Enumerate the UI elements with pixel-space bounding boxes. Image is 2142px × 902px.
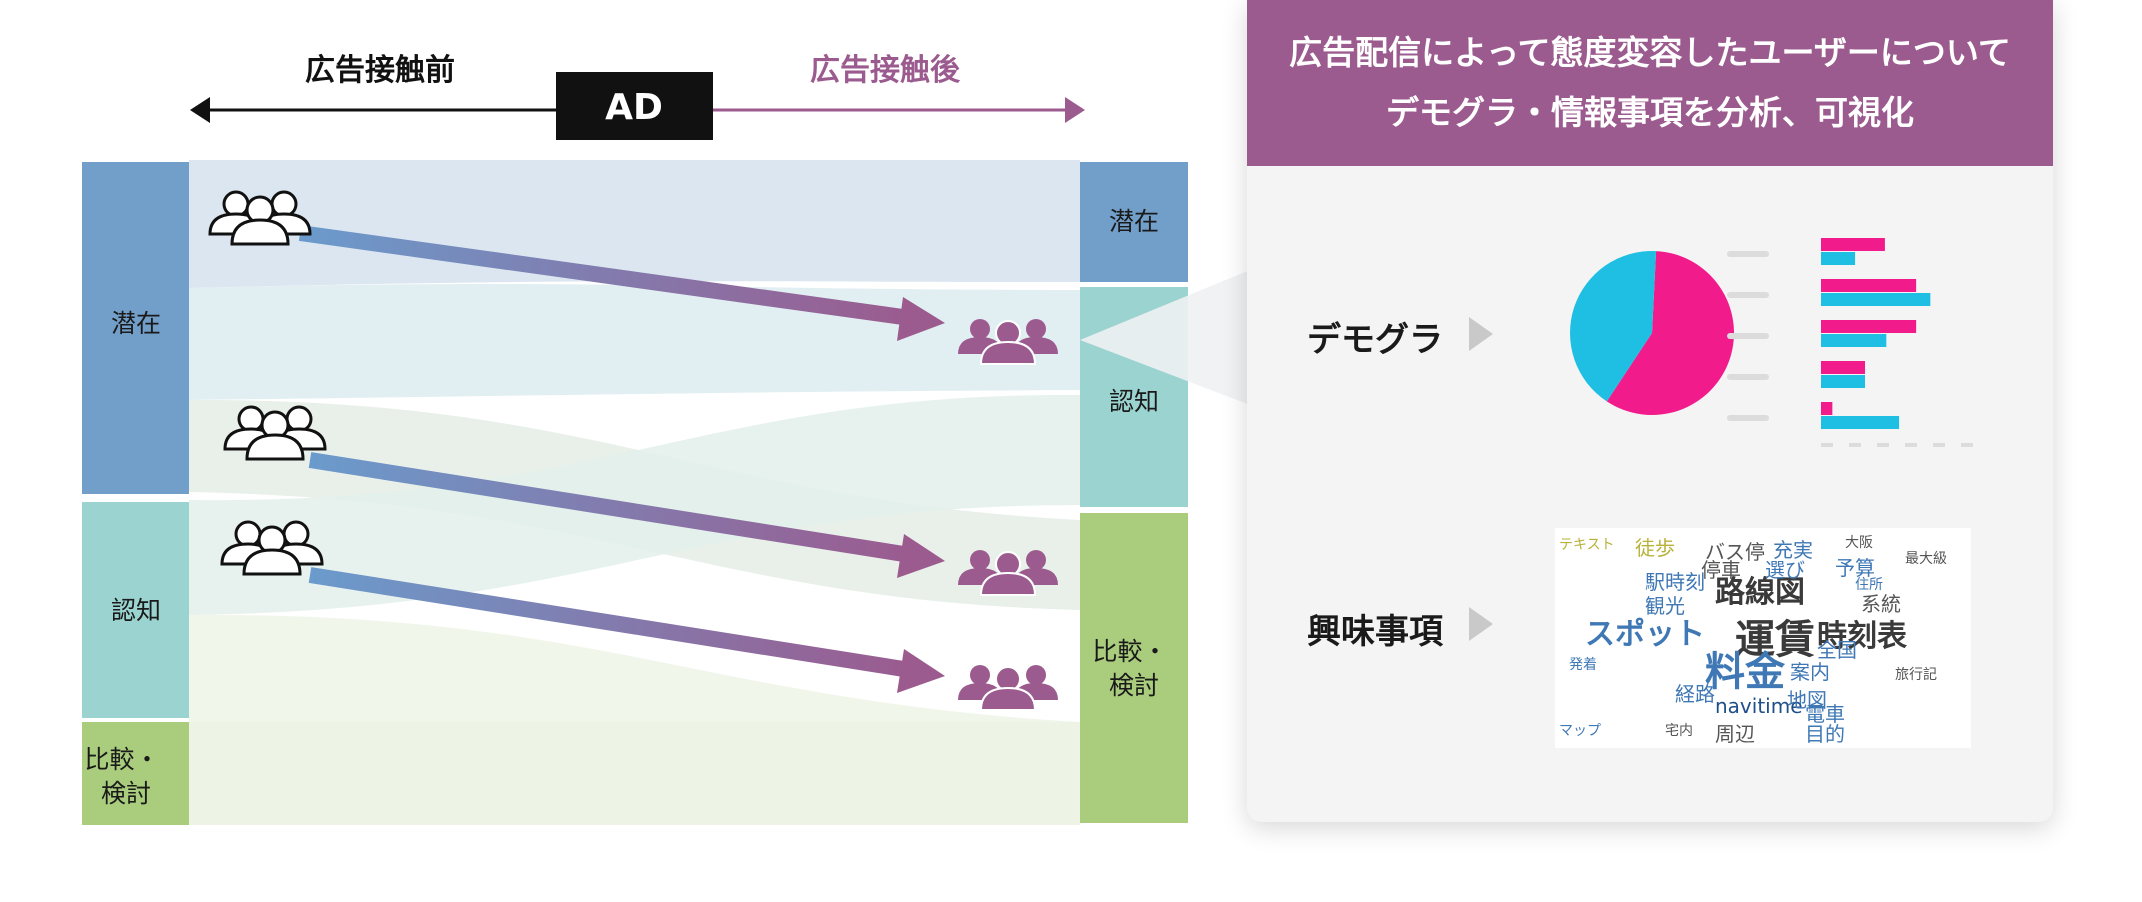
word-cloud-term: 大阪 [1845, 535, 1873, 551]
word-cloud-term: テキスト [1559, 537, 1615, 553]
bar-axis-dash [1821, 443, 1833, 447]
demographics-label: デモグラ [1307, 320, 1443, 360]
word-cloud-term: 案内 [1790, 660, 1830, 684]
bar-axis-dash [1849, 443, 1861, 447]
shift-arrows [298, 225, 945, 693]
bar-cyan-3 [1821, 334, 1887, 347]
left-stage-aware-label: 認知 [111, 596, 161, 625]
right-stage-compare [1080, 513, 1188, 823]
ad-box [556, 72, 713, 140]
word-cloud-term: 駅時刻 [1645, 570, 1705, 594]
word-cloud-term: 宅内 [1665, 723, 1693, 739]
bar-axis-dash [1933, 443, 1945, 447]
right-compare-line-2: 検討 [1109, 671, 1159, 700]
left-compare-line-1: 比較・ [85, 745, 160, 774]
word-cloud-term: 時刻表 [1817, 619, 1907, 654]
word-cloud-term: 目的 [1805, 722, 1845, 746]
right-stage-aware-label: 認知 [1109, 387, 1159, 416]
word-cloud-term: 観光 [1645, 594, 1685, 618]
bar-cyan-4 [1821, 375, 1866, 388]
funnel-flow-diagram: 潜在 認知 比較・ 検討 潜在 認知 比較・ 検討 AD 広告接触前 広告接触後 [82, 53, 1250, 825]
word-cloud-term: navitime [1715, 694, 1803, 718]
user-group-filled-icon [957, 664, 1059, 711]
word-cloud-term: 経路 [1675, 682, 1715, 706]
bar-axis-tick [1727, 415, 1769, 421]
exposure-axis: AD 広告接触前 広告接触後 [190, 53, 1085, 140]
word-cloud-term: 全国 [1817, 638, 1857, 662]
bar-axis-tick [1727, 333, 1769, 339]
pie-slice-pink [1606, 251, 1734, 415]
word-cloud-term: 旅行記 [1895, 667, 1937, 683]
word-cloud-term: 選び [1765, 558, 1805, 582]
word-cloud-term: 運賃 [1735, 617, 1815, 663]
bar-cyan-2 [1821, 293, 1931, 306]
bar-axis-tick [1727, 374, 1769, 380]
word-cloud-term: 系統 [1861, 592, 1901, 616]
left-stage-compare-label: 比較・ 検討 [85, 745, 168, 808]
left-arrow-head [190, 97, 210, 123]
analysis-panel-header: 広告配信によって態度変容したユーザーについて デモグラ・情報事項を分析、可視化 [1247, 0, 2053, 166]
word-cloud-term: 停車 [1701, 558, 1741, 582]
bar-pink-2 [1821, 279, 1917, 292]
word-cloud-term: マップ [1559, 723, 1601, 739]
word-cloud-term: 電車 [1805, 702, 1845, 726]
left-stage-compare [82, 722, 189, 825]
word-cloud-term: 充実 [1773, 538, 1813, 562]
interests-label: 興味事項 [1307, 612, 1443, 652]
play-arrow-icon [1469, 607, 1493, 641]
flow-band-latent-latent [189, 160, 1080, 288]
bar-pink-4 [1821, 361, 1866, 374]
right-compare-line-1: 比較・ [1093, 637, 1168, 666]
word-cloud-term: 住所 [1855, 577, 1883, 593]
left-stage-aware [82, 502, 189, 718]
after-exposure-label: 広告接触後 [810, 53, 961, 88]
word-cloud-term: 地図 [1787, 688, 1827, 712]
analysis-panel: 広告配信によって態度変容したユーザーについて デモグラ・情報事項を分析、可視化 … [1247, 0, 2053, 822]
bar-axis-tick [1727, 292, 1769, 298]
play-arrow-icon [1469, 317, 1493, 351]
callout-wedge [1080, 270, 1250, 405]
word-cloud-term: 料金 [1705, 649, 1785, 695]
left-stage-latent-label: 潜在 [111, 309, 161, 338]
word-cloud-term: 予算 [1835, 556, 1875, 580]
word-cloud-term: 徒歩 [1635, 536, 1675, 560]
bar-axis-dash [1877, 443, 1889, 447]
bar-pink-1 [1821, 238, 1885, 251]
bar-axis-tick [1727, 251, 1769, 257]
right-stage-compare-label: 比較・ 検討 [1093, 637, 1176, 700]
flow-bands [189, 160, 1080, 825]
left-stage-latent [82, 162, 189, 494]
flow-band-latent-aware [189, 284, 1080, 400]
shift-arrow-2 [308, 452, 912, 563]
shift-arrow-1 [298, 225, 912, 326]
bar-cyan-1 [1821, 252, 1856, 265]
pie-slice-cyan [1570, 251, 1657, 402]
demographics-chart [1570, 238, 1973, 447]
right-arrow-head [1065, 97, 1085, 123]
right-stage-latent-label: 潜在 [1109, 207, 1159, 236]
demographics-pie [1570, 251, 1734, 415]
before-exposure-label: 広告接触前 [305, 53, 455, 88]
bar-cyan-5 [1821, 416, 1900, 429]
panel-title-line1: 広告配信によって態度変容したユーザーについて [1289, 33, 2011, 72]
bar-axis-dash [1905, 443, 1917, 447]
bar-axis-dash [1961, 443, 1973, 447]
bar-pink-5 [1821, 402, 1833, 415]
word-cloud-term: 周辺 [1715, 722, 1755, 746]
ad-label: AD [605, 87, 663, 128]
word-cloud-term: 路線図 [1715, 575, 1805, 610]
panel-title-line2: デモグラ・情報事項を分析、可視化 [1386, 93, 1914, 132]
right-stage-latent [1080, 162, 1188, 282]
word-cloud-term: 発着 [1569, 657, 1597, 673]
demographics-bars [1727, 238, 1973, 447]
word-cloud-term: 最大級 [1905, 551, 1947, 567]
flow-band-compare-compare [189, 722, 1080, 825]
word-cloud-term: バス停 [1705, 540, 1765, 564]
left-compare-line-2: 検討 [101, 779, 151, 808]
bar-pink-3 [1821, 320, 1917, 333]
word-cloud-term: スポット [1585, 617, 1705, 652]
shift-arrow-3 [308, 567, 912, 678]
